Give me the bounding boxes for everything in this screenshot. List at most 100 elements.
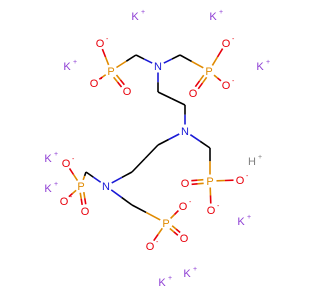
single-bond — [116, 60, 127, 69]
single-bond — [170, 213, 176, 219]
charge-label: + — [258, 154, 262, 161]
double-bond — [79, 192, 83, 199]
single-bond — [104, 56, 110, 66]
k-ion-label: K — [44, 183, 52, 195]
charge-label: + — [168, 275, 172, 282]
single-bond — [213, 74, 219, 79]
single-bond — [85, 171, 94, 178]
double-bond — [80, 198, 83, 205]
k-ion-label: K — [44, 153, 52, 165]
double-bond — [197, 82, 204, 90]
n-atom-label: N — [154, 61, 162, 73]
double-bond — [171, 225, 177, 230]
o-atom-label: O — [146, 241, 155, 253]
single-bond — [72, 174, 79, 181]
single-bond — [191, 60, 204, 69]
single-bond — [92, 176, 102, 183]
o-atom-label: O — [60, 196, 69, 208]
o-atom-label: O — [180, 233, 189, 245]
double-bond — [201, 76, 208, 84]
single-bond — [173, 210, 179, 216]
charge-label: - — [106, 36, 109, 43]
n-atom-label: N — [102, 181, 110, 193]
single-bond — [71, 189, 77, 195]
double-bond — [113, 76, 119, 83]
p-atom-label: P — [205, 66, 212, 78]
single-bond — [68, 168, 75, 175]
o-atom-label: O — [62, 158, 71, 170]
k-ion-label: K — [158, 277, 166, 289]
single-bond — [211, 56, 219, 66]
charge-label: + — [247, 214, 251, 221]
double-bond — [194, 80, 201, 88]
double-bond — [83, 192, 86, 199]
single-bond — [163, 58, 173, 64]
bond-layer — [68, 48, 234, 242]
single-bond — [157, 227, 163, 235]
k-ion-label: K — [63, 61, 71, 73]
single-bond — [98, 76, 103, 80]
single-bond — [216, 48, 224, 58]
double-bond — [169, 227, 175, 233]
charge-label: - — [156, 239, 159, 246]
charge-label: - — [100, 76, 103, 83]
n-atom-label: N — [181, 126, 189, 138]
charge-label: - — [70, 194, 73, 201]
single-bond — [102, 74, 107, 78]
o-atom-label: O — [207, 205, 216, 217]
p-atom-label: P — [77, 181, 84, 193]
double-bond — [119, 79, 125, 86]
single-bond — [110, 189, 123, 199]
charge-label: - — [189, 199, 192, 206]
single-bond — [111, 176, 123, 184]
charge-label: - — [217, 203, 220, 210]
charge-label: + — [219, 9, 223, 16]
double-bond — [198, 74, 205, 82]
o-atom-label: O — [81, 206, 90, 218]
double-bond — [83, 198, 87, 205]
charge-label: + — [266, 59, 270, 66]
single-bond — [83, 171, 87, 177]
h-ion-label: H — [248, 156, 256, 168]
k-ion-label: K — [256, 61, 264, 73]
p-atom-label: P — [107, 66, 114, 78]
single-bond — [168, 133, 180, 141]
single-bond — [125, 54, 137, 62]
k-ion-label: K — [131, 11, 139, 23]
single-bond — [101, 48, 107, 58]
single-bond — [135, 54, 145, 60]
double-bond — [173, 231, 179, 236]
charge-label: + — [141, 9, 145, 16]
double-bond — [116, 81, 123, 88]
single-bond — [189, 133, 201, 142]
charge-label: - — [232, 78, 235, 85]
single-bond — [157, 91, 172, 100]
charge-label: - — [232, 36, 235, 43]
double-bond — [115, 74, 122, 81]
k-ion-label: K — [209, 11, 217, 23]
single-bond — [145, 211, 161, 221]
o-atom-label: O — [90, 78, 99, 90]
o-atom-label: O — [179, 201, 188, 213]
single-bond — [143, 58, 153, 64]
charge-label: + — [193, 266, 197, 273]
charge-label: + — [54, 151, 58, 158]
o-atom-label: O — [189, 88, 198, 100]
o-atom-label: O — [222, 80, 231, 92]
p-atom-label: P — [206, 176, 213, 188]
single-bond — [144, 144, 159, 160]
p-atom-label: P — [162, 218, 169, 230]
single-bond — [121, 196, 133, 206]
single-bond — [68, 192, 74, 198]
charge-label: + — [54, 181, 58, 188]
charge-label: + — [73, 59, 77, 66]
single-bond — [82, 175, 86, 181]
single-bond — [179, 54, 193, 63]
o-atom-label: O — [96, 38, 105, 50]
single-bond — [131, 157, 146, 173]
single-bond — [171, 97, 186, 106]
single-bond — [131, 204, 147, 214]
